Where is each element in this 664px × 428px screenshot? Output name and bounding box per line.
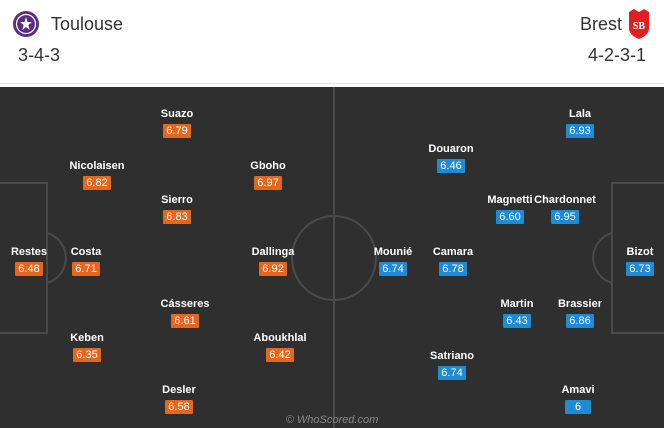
player-away-amavi[interactable]: Amavi 6 [533,383,623,415]
player-rating-badge: 6 [565,400,591,414]
player-name: Nicolaisen [69,160,125,172]
player-rating-badge: 6.73 [626,262,654,276]
player-rating-badge: 6.83 [163,210,191,224]
player-rating-badge: 6.48 [15,262,43,276]
player-away-chardonnet[interactable]: Chardonnet 6.95 [520,193,610,225]
player-name: Aboukhlal [253,332,307,344]
player-rating-badge: 6.95 [551,210,579,224]
player-name: Cásseres [160,298,210,310]
player-away-brassier[interactable]: Brassier 6.86 [535,297,625,329]
player-away-satriano[interactable]: Satriano 6.74 [407,349,497,381]
player-name: Satriano [429,350,474,362]
home-team-name[interactable]: Toulouse [51,14,124,34]
player-name: Amavi [561,384,595,396]
player-name: Douaron [428,143,474,155]
player-rating-badge: 6.43 [503,314,531,328]
player-home-desler[interactable]: Desler 6.58 [134,383,224,415]
home-penalty-arc [46,232,67,284]
player-name: Mounié [373,246,413,258]
pitch: Restes 6.48 Nicolaisen 6.82 Costa 6.71 K… [0,87,664,428]
player-name: Restes [10,246,48,258]
player-name: Gboho [250,160,286,172]
center-circle [291,215,377,301]
player-away-martin[interactable]: Martin 6.43 [472,297,562,329]
player-rating-badge: 6.74 [438,366,466,380]
player-away-magnetti[interactable]: Magnetti 6.60 [465,193,555,225]
match-header: Toulouse 3-4-3 Brest SB 4-2-3-1 [0,0,664,87]
player-rating-badge: 6.71 [72,262,100,276]
home-penalty-box [0,182,48,334]
player-name: Suazo [160,108,194,120]
player-home-costa[interactable]: Costa 6.71 [41,245,131,277]
player-rating-badge: 6.58 [165,400,193,414]
player-name: Camara [432,246,474,258]
away-formation: 4-2-3-1 [587,45,646,65]
player-home-sierro[interactable]: Sierro 6.83 [132,193,222,225]
player-name: Dallinga [251,246,295,258]
player-name: Keben [70,332,104,344]
away-penalty-box [611,182,664,334]
player-rating-badge: 6.97 [254,176,282,190]
player-home-suazo[interactable]: Suazo 6.79 [132,107,222,139]
player-home-gboho[interactable]: Gboho 6.97 [223,159,313,191]
player-rating-badge: 6.42 [266,348,294,362]
player-away-camara[interactable]: Camara 6.78 [408,245,498,277]
home-formation: 3-4-3 [18,45,61,65]
whoscored-watermark: © WhoScored.com [285,414,379,426]
player-rating-badge: 6.35 [73,348,101,362]
player-rating-badge: 6.79 [163,124,191,138]
player-rating-badge: 6.93 [566,124,594,138]
player-rating-badge: 6.74 [379,262,407,276]
player-rating-badge: 6.46 [437,159,465,173]
player-rating-badge: 6.61 [171,314,199,328]
player-rating-badge: 6.60 [496,210,524,224]
player-name: Martin [500,298,534,310]
player-home-nicolaisen[interactable]: Nicolaisen 6.82 [52,159,142,191]
player-home-casseres[interactable]: Cásseres 6.61 [140,297,230,329]
player-rating-badge: 6.78 [439,262,467,276]
player-name: Costa [70,246,102,258]
player-home-dallinga[interactable]: Dallinga 6.92 [228,245,318,277]
player-rating-badge: 6.92 [259,262,287,276]
away-penalty-arc [592,232,613,284]
player-away-douaron[interactable]: Douaron 6.46 [406,142,496,174]
player-rating-badge: 6.82 [83,176,111,190]
brest-crest-icon[interactable]: SB [626,8,652,40]
player-home-aboukhlal[interactable]: Aboukhlal 6.42 [235,331,325,363]
toulouse-crest-icon[interactable] [12,10,40,38]
header-divider [0,83,664,84]
player-rating-badge: 6.86 [566,314,594,328]
player-name: Magnetti [487,194,533,206]
player-name: Lala [568,108,591,120]
player-home-restes[interactable]: Restes 6.48 [0,245,74,277]
brest-crest-text: SB [633,21,646,32]
player-name: Sierro [161,194,193,206]
away-team-name[interactable]: Brest [579,14,622,34]
player-name: Chardonnet [534,194,596,206]
player-name: Brassier [557,298,603,310]
pitch-lines [0,87,664,428]
player-home-keben[interactable]: Keben 6.35 [42,331,132,363]
player-away-bizot[interactable]: Bizot 6.73 [595,245,664,277]
player-away-mounie[interactable]: Mounié 6.74 [348,245,438,277]
player-name: Bizot [626,246,654,258]
player-name: Desler [162,384,196,396]
player-away-lala[interactable]: Lala 6.93 [535,107,625,139]
